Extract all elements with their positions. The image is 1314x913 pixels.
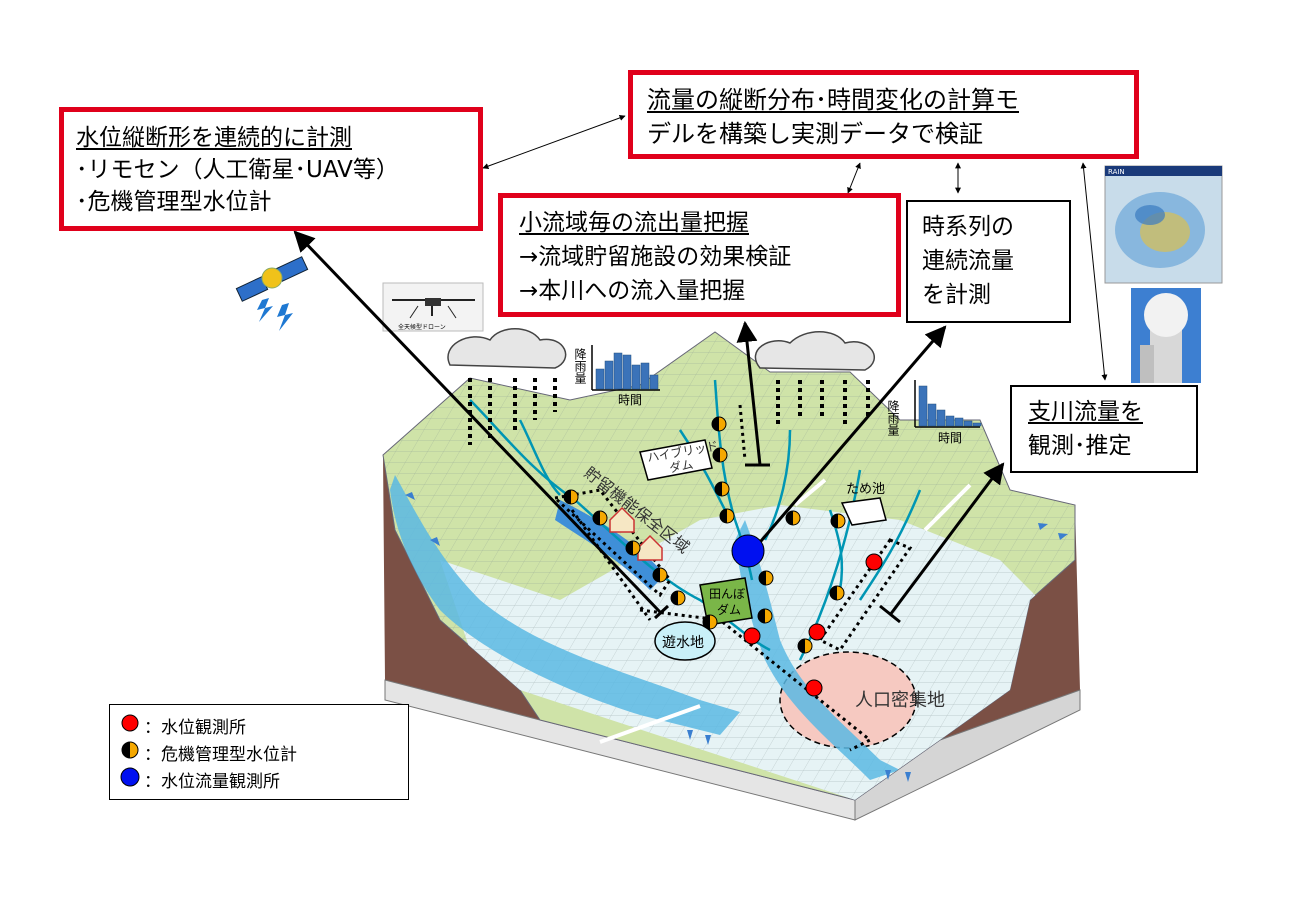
crisis-gauge-half xyxy=(830,586,837,600)
right-soil-face xyxy=(940,505,1080,740)
hyetograph-bar xyxy=(918,385,928,427)
timeseries-box: 時系列の 連続流量 を計測 xyxy=(906,200,1071,323)
hybrid-dam-line2: ダム xyxy=(668,456,694,475)
time-axis-label-left: 時間 xyxy=(618,393,642,407)
tanbo-dam-line2: ダム xyxy=(717,602,741,617)
left-soil-face xyxy=(383,455,540,720)
hyetograph-bar xyxy=(604,360,614,390)
crisis-gauge-half xyxy=(593,511,600,525)
crisis-gauge-half xyxy=(798,639,805,653)
red-dot-icon xyxy=(121,714,139,732)
water-level-box-line1: ･リモセン（人工衛星･UAV等） xyxy=(76,157,399,183)
hyetograph-bar xyxy=(954,417,964,427)
hyetograph-bar xyxy=(936,409,946,427)
hyetograph-right: 降雨量 時間 xyxy=(886,380,982,445)
hyetograph-bar xyxy=(927,403,937,427)
legend-item-label: ：危機管理型水位計 xyxy=(144,745,297,765)
small-basin-box-line1: →流域貯留施設の効果検証 xyxy=(519,244,792,270)
drone-caption: 全天候型ドローン xyxy=(398,323,446,331)
storage-area-outline xyxy=(551,488,672,598)
hybrid-dam-label: ハイブリッド ダム xyxy=(639,438,719,481)
drone-photo: 全天候型ドローン xyxy=(382,282,484,332)
crisis-gauge-half xyxy=(759,571,766,585)
tanbo-dam-label: 田んぼ ダム xyxy=(699,577,753,626)
crisis-gauge-icon xyxy=(121,741,139,759)
water-level-station xyxy=(808,623,826,641)
blue-dot-icon xyxy=(120,767,140,787)
crisis-gauge-half xyxy=(758,609,765,623)
hyetograph-bar xyxy=(622,354,632,390)
satellite-icon xyxy=(235,256,309,331)
water-level-box-line2: ･危機管理型水位計 xyxy=(76,189,272,215)
small-basin-box-line2: →本川への流入量把握 xyxy=(519,278,746,304)
legend: ：水位観測所 ：危機管理型水位計 ：水位流量観測所 xyxy=(109,704,409,800)
hyetograph-bar xyxy=(613,352,623,390)
terrain-block xyxy=(382,331,1081,821)
legend-item-label: ：水位流量観測所 xyxy=(144,772,280,792)
water-level-box: 水位縦断形を連続的に計測 ･リモセン（人工衛星･UAV等） ･危機管理型水位計 xyxy=(59,107,483,231)
tame-ike-text: ため池 xyxy=(846,482,885,497)
hyetograph-bar xyxy=(595,368,605,390)
crisis-gauge-half xyxy=(786,511,793,525)
crisis-gauge-half xyxy=(713,448,720,462)
flow-model-box-line2: デルを構築し実測データで検証 xyxy=(647,120,983,148)
water-level-station xyxy=(865,553,883,571)
retarding-basin-label: 遊水地 xyxy=(662,635,704,651)
crisis-gauge-half xyxy=(712,417,719,431)
crisis-gauge-half xyxy=(831,514,838,528)
time-axis-label-right: 時間 xyxy=(938,431,962,445)
hyetograph-bar xyxy=(631,364,641,390)
small-basin-box-title: 小流域毎の流出量把握 xyxy=(519,210,749,236)
svg-text:田んぼ ダム: 田んぼ ダム xyxy=(709,587,749,617)
hyetograph-bar xyxy=(649,374,659,390)
tame-ike-label: ため池 xyxy=(840,482,887,526)
crisis-gauge-half xyxy=(653,568,660,582)
flow-arrows xyxy=(405,492,1068,782)
rain-cloud-left xyxy=(447,328,567,445)
timeseries-box-line2: 連続流量 xyxy=(922,248,1014,274)
flow-station xyxy=(731,534,765,568)
crisis-gauge-half xyxy=(720,509,727,523)
radar-image: RAIN xyxy=(1104,165,1223,284)
dense-area-label: 人口密集地 xyxy=(855,690,945,711)
tanbo-dam-line1: 田んぼ xyxy=(709,587,745,601)
tributary-box-line2: 観測･推定 xyxy=(1028,433,1132,459)
basin-outline-right xyxy=(738,404,747,461)
retarding-basin: 遊水地 xyxy=(654,621,716,661)
hyetograph-bar xyxy=(945,415,955,427)
flow-model-box: 流量の縦断分布･時間変化の計算モ デルを構築し実測データで検証 xyxy=(628,70,1139,159)
hyetograph-bar xyxy=(963,420,973,427)
crisis-gauges xyxy=(563,416,846,654)
crisis-gauge-half xyxy=(715,482,722,496)
crisis-gauge-half xyxy=(626,541,633,555)
rain-axis-label-right: 降雨量 xyxy=(886,400,900,436)
tributary-box: 支川流量を 観測･推定 xyxy=(1010,385,1198,473)
timeseries-box-line3: を計測 xyxy=(922,282,991,308)
radar-title: RAIN xyxy=(1108,168,1125,176)
house-icon xyxy=(609,506,663,561)
annotation-arrows xyxy=(293,115,1108,624)
legend-item-label: ：水位観測所 xyxy=(144,718,246,738)
radar-tower-photo xyxy=(1131,288,1201,383)
basin-outline-left xyxy=(639,608,873,752)
rain-cloud-right xyxy=(754,331,875,425)
tributary-box-line1: 支川流量を xyxy=(1028,399,1143,425)
rain-axis-label-left: 降雨量 xyxy=(573,348,587,384)
water-level-station xyxy=(743,627,761,645)
water-level-stations xyxy=(743,553,883,697)
flow-model-box-line1: 流量の縦断分布･時間変化の計算モ xyxy=(647,86,1019,114)
crisis-gauge-half xyxy=(703,615,710,629)
hyetograph-bar xyxy=(640,362,650,390)
crisis-gauge-half xyxy=(564,490,571,504)
hyetograph-bar xyxy=(972,422,982,427)
crisis-gauge-half xyxy=(671,591,678,605)
timeseries-box-line1: 時系列の xyxy=(922,214,1014,240)
water-level-station xyxy=(805,679,823,697)
water-level-box-title: 水位縦断形を連続的に計測 xyxy=(76,125,352,151)
hyetograph-left: 降雨量 時間 xyxy=(573,345,660,407)
small-basin-box: 小流域毎の流出量把握 →流域貯留施設の効果検証 →本川への流入量把握 xyxy=(498,193,901,317)
left-river-channel xyxy=(390,475,740,735)
